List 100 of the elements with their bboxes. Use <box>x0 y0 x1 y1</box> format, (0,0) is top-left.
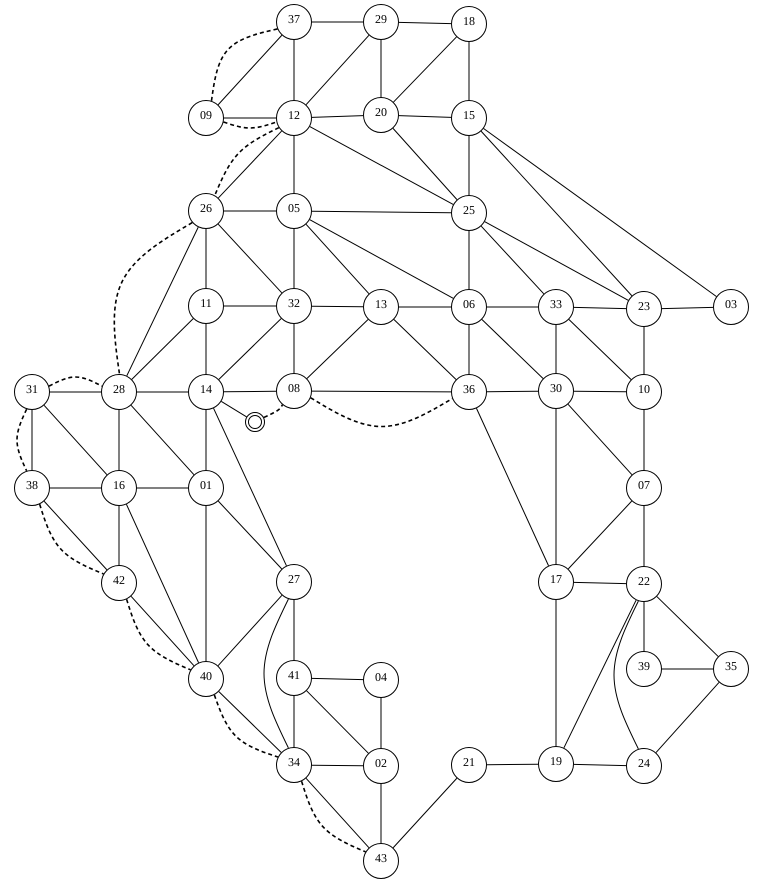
connector-line <box>220 400 247 418</box>
node-circle <box>451 195 487 231</box>
node-circle <box>276 564 312 600</box>
node-label: 09 <box>200 109 212 121</box>
node-circle <box>538 564 574 600</box>
connector-line <box>306 224 370 294</box>
node-label: 26 <box>200 202 212 214</box>
node-circle <box>188 193 224 229</box>
node-circle <box>451 747 487 783</box>
node-circle <box>188 288 224 324</box>
node-label: 20 <box>375 106 387 118</box>
node-circle <box>363 843 399 879</box>
connector-line <box>398 22 452 24</box>
connector-line <box>468 230 470 290</box>
node-label: 04 <box>375 671 387 683</box>
node-circle <box>626 566 662 602</box>
node-circle <box>276 747 312 783</box>
connector-line <box>614 600 639 750</box>
node-circle <box>14 374 50 410</box>
connector-line <box>398 306 452 308</box>
node-circle <box>188 470 224 506</box>
connector-line <box>224 390 276 392</box>
connector-line <box>309 126 454 205</box>
node-circle <box>451 6 487 42</box>
node-circle <box>451 100 487 136</box>
node-label: 41 <box>288 669 300 681</box>
node-label: 01 <box>200 479 212 491</box>
connector-line <box>481 319 544 379</box>
connector-line <box>568 500 632 570</box>
connector-line <box>574 306 626 310</box>
connector-line <box>306 690 369 754</box>
connector-line <box>486 764 538 766</box>
node-circle <box>188 100 224 136</box>
connector-line <box>393 36 457 103</box>
connector-line <box>392 128 458 200</box>
node-circle <box>276 373 312 409</box>
node-circle <box>626 748 662 784</box>
node-label: 33 <box>550 298 562 310</box>
node-circle <box>101 374 137 410</box>
node-circle <box>451 289 487 325</box>
node-circle <box>626 470 662 506</box>
node-label: 19 <box>550 755 562 767</box>
connector-line <box>563 600 637 748</box>
connector-line <box>398 115 452 118</box>
node-circle <box>363 4 399 40</box>
connector-line <box>218 224 282 294</box>
connector-line <box>574 390 626 392</box>
connector-line <box>218 318 282 380</box>
node-label: 05 <box>288 202 300 214</box>
node-label: 31 <box>26 383 38 395</box>
connector-line <box>486 390 538 392</box>
node-circle <box>14 470 50 506</box>
connector-line <box>574 582 626 584</box>
node-label: 30 <box>550 382 562 394</box>
connector-line <box>312 678 364 680</box>
connector-line <box>483 128 717 297</box>
connector-line <box>213 408 287 566</box>
dashed-connector <box>264 404 284 418</box>
node-label: 32 <box>288 297 300 309</box>
node-label: 40 <box>200 670 212 682</box>
node-circle <box>626 291 662 327</box>
node-label: 16 <box>113 479 125 491</box>
node-label: 14 <box>200 383 212 395</box>
connector-line <box>468 324 470 374</box>
node-circle <box>188 661 224 697</box>
node-label: 37 <box>288 13 300 25</box>
connector-line <box>484 221 629 301</box>
connector-line <box>312 764 364 766</box>
connector-line <box>380 40 382 98</box>
ring-node <box>245 412 265 432</box>
node-circle <box>363 748 399 784</box>
node-label: 12 <box>288 109 300 121</box>
node-label: 38 <box>26 479 38 491</box>
connector-line <box>218 500 282 570</box>
node-label: 11 <box>200 297 212 309</box>
connector-line <box>306 319 369 379</box>
connector-line <box>126 504 200 664</box>
connector-line <box>126 226 199 376</box>
connector-line <box>312 115 364 118</box>
connector-line <box>306 34 370 106</box>
connector-line <box>118 506 120 566</box>
node-circle <box>101 470 137 506</box>
connector-line <box>44 404 108 476</box>
node-circle <box>276 193 312 229</box>
node-label: 13 <box>375 298 387 310</box>
node-label: 10 <box>638 383 650 395</box>
node-label: 06 <box>463 298 475 310</box>
node-label: 28 <box>113 383 125 395</box>
connector-line <box>224 210 276 212</box>
connector-line <box>656 596 719 657</box>
connector-line <box>130 404 194 476</box>
node-circle <box>276 100 312 136</box>
connector-line <box>312 306 364 308</box>
connector-line <box>218 594 282 666</box>
node-label: 35 <box>725 660 737 672</box>
node-label: 08 <box>288 382 300 394</box>
connector-line <box>476 408 549 566</box>
connector-line <box>480 226 544 294</box>
node-label: 42 <box>113 574 125 586</box>
node-label: 24 <box>638 757 650 769</box>
